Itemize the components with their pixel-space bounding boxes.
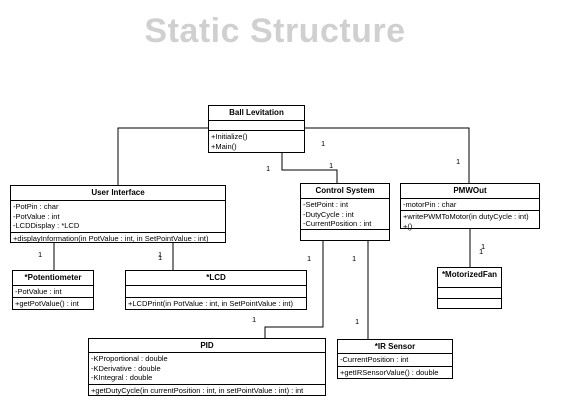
multiplicity-label: 1: [252, 315, 257, 324]
attributes-section: -PotPin : char -PotValue : int -LCDDispl…: [11, 201, 225, 233]
multiplicity-label: 1: [38, 250, 43, 259]
attribute: -PotValue : int: [15, 287, 62, 296]
class-name: *MotorizedFan: [438, 268, 501, 288]
multiplicity-label: 1: [321, 139, 326, 148]
multiplicity-label: 1: [158, 253, 163, 262]
attributes-section: -motorPin : char: [401, 199, 539, 211]
attribute: -KDerivative : double: [91, 363, 161, 373]
class-control-system[interactable]: Control System -SetPoint : int -DutyCycl…: [300, 183, 390, 241]
class-lcd[interactable]: *LCD +LCDPrint(in PotValue : int, in Set…: [125, 270, 307, 310]
attribute: -DutyCycle : int: [303, 209, 354, 219]
multiplicity-label: 1: [329, 161, 334, 170]
attributes-section: -SetPoint : int -DutyCycle : int -Curren…: [301, 199, 389, 230]
attribute: -KIntegral : double: [91, 373, 153, 382]
multiplicity-label: 1: [266, 164, 271, 173]
operation: +getIRSensorValue() : double: [340, 368, 439, 377]
multiplicity-label: 1: [352, 254, 357, 263]
class-name: PMWOut: [401, 184, 539, 199]
operation: +(): [403, 221, 413, 231]
class-name: *Potentiometer: [13, 271, 93, 286]
class-name: PID: [89, 339, 325, 353]
assoc-control-pid: [264, 240, 324, 338]
multiplicity-label: 1: [307, 254, 312, 263]
operations-section: +writePWMToMotor(in dutyCycle : int) +(): [401, 211, 539, 232]
multiplicity-label: 1: [456, 157, 461, 166]
multiplicity-label: 1: [355, 317, 360, 326]
assoc-ball-control: [281, 146, 338, 183]
multiplicity-label: 1: [481, 242, 486, 251]
attribute: -SetPoint : int: [303, 200, 349, 209]
class-pid[interactable]: PID -KProportional : double -KDerivative…: [88, 338, 326, 396]
operation: +Initialize(): [211, 132, 248, 141]
class-motorized-fan[interactable]: *MotorizedFan: [437, 267, 502, 309]
multiplicity-label: 1: [158, 250, 163, 259]
operations-section: +Initialize() +Main(): [209, 131, 304, 152]
attributes-section: [438, 288, 501, 299]
operations-section: +getIRSensorValue() : double: [338, 367, 452, 379]
attribute: -CurrentPosition : int: [340, 355, 409, 364]
attribute: -PotPin : char: [13, 202, 59, 211]
operation: +writePWMToMotor(in dutyCycle : int): [403, 212, 529, 221]
class-name: User Interface: [11, 186, 225, 201]
attributes-section: -KProportional : double -KDerivative : d…: [89, 353, 325, 385]
class-ir-sensor[interactable]: *IR Sensor -CurrentPosition : int +getIR…: [337, 339, 453, 379]
attributes-section: [209, 121, 304, 131]
operations-section: +LCDPrint(in PotValue : int, in SetPoint…: [126, 298, 306, 310]
operation: +getDutyCycle(in currentPosition : int, …: [91, 385, 304, 395]
class-name: *LCD: [126, 271, 306, 286]
operations-section: [438, 299, 501, 301]
class-pmwout[interactable]: PMWOut -motorPin : char +writePWMToMotor…: [400, 183, 540, 232]
assoc-ball-pwm: [305, 127, 470, 183]
operation: +getPotValue() : int: [15, 299, 79, 308]
attribute: -motorPin : char: [403, 200, 457, 209]
attribute: -CurrentPosition : int: [303, 219, 372, 228]
class-name: Ball Levitation: [209, 106, 304, 121]
attributes-section: -CurrentPosition : int: [338, 354, 452, 367]
attributes-section: -PotValue : int: [13, 286, 93, 298]
attribute: -LCDDisplay : *LCD: [13, 221, 80, 230]
operations-section: [301, 230, 389, 232]
operations-section: +getPotValue() : int: [13, 298, 93, 310]
operation: +displayInformation(in PotValue : int, i…: [13, 233, 209, 243]
operations-section: +getDutyCycle(in currentPosition : int, …: [89, 385, 325, 397]
attribute: -PotValue : int: [13, 211, 60, 221]
attributes-section: [126, 286, 306, 298]
class-ball-levitation[interactable]: Ball Levitation +Initialize() +Main(): [208, 105, 305, 153]
page-title: Static Structure: [144, 12, 406, 50]
assoc-ball-ui: [117, 127, 208, 185]
class-name: Control System: [301, 184, 389, 199]
class-name: *IR Sensor: [338, 340, 452, 354]
multiplicity-label: 1: [479, 247, 484, 256]
class-user-interface[interactable]: User Interface -PotPin : char -PotValue …: [10, 185, 226, 243]
operation: +LCDPrint(in PotValue : int, in SetPoint…: [128, 299, 294, 308]
class-potentiometer[interactable]: *Potentiometer -PotValue : int +getPotVa…: [12, 270, 94, 310]
operations-section: +displayInformation(in PotValue : int, i…: [11, 233, 225, 245]
attribute: -KProportional : double: [91, 354, 168, 363]
operation: +Main(): [211, 141, 237, 151]
